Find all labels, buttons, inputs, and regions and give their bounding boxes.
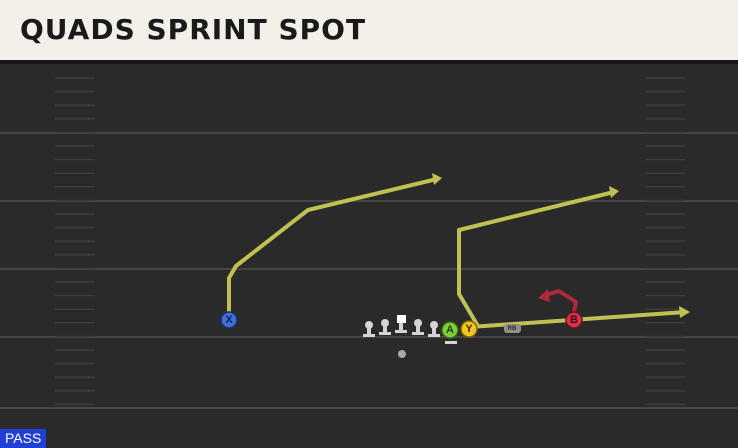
running-back[interactable]: RB xyxy=(504,324,521,333)
y-route-arrow xyxy=(679,306,690,318)
receiver-b-label: B xyxy=(570,314,578,326)
receiver-a[interactable]: A xyxy=(441,321,459,339)
receiver-b-icon[interactable] xyxy=(565,311,583,329)
x-route-arrow xyxy=(432,173,442,185)
receiver-y-icon[interactable] xyxy=(460,320,478,338)
a-stance-base xyxy=(445,341,457,344)
receiver-a-icon[interactable] xyxy=(441,321,459,339)
a-route xyxy=(457,190,616,328)
receiver-x[interactable]: X xyxy=(220,311,238,329)
lineman-icon xyxy=(412,319,424,335)
b-block-arrow xyxy=(538,289,550,302)
play-header: QUADS SPRINT SPOT xyxy=(0,0,738,64)
lineman-icon xyxy=(379,319,391,335)
yard-lines xyxy=(0,132,738,409)
rb-icon[interactable] xyxy=(504,324,521,333)
receiver-y-label: Y xyxy=(465,323,473,335)
hash-marks xyxy=(55,77,685,406)
lineman-icon xyxy=(428,321,440,337)
b-block-route xyxy=(541,289,578,314)
receiver-y[interactable]: Y xyxy=(460,320,478,338)
route-arrows xyxy=(432,173,690,318)
header-shadow xyxy=(0,60,738,64)
receiver-x-icon[interactable] xyxy=(220,311,238,329)
a-route-arrow xyxy=(609,186,619,198)
play-title: QUADS SPRINT SPOT xyxy=(20,13,367,46)
x-route xyxy=(227,177,439,314)
offensive-line xyxy=(363,315,457,344)
receiver-b[interactable]: B xyxy=(565,311,583,329)
rb-label: RB xyxy=(508,326,517,332)
receiver-a-label: A xyxy=(446,324,454,336)
receiver-x-label: X xyxy=(225,314,233,326)
quarterback-marker xyxy=(398,350,406,358)
lineman-icon xyxy=(363,321,375,337)
center-icon xyxy=(395,315,407,333)
play-type-badge: PASS xyxy=(0,429,47,448)
